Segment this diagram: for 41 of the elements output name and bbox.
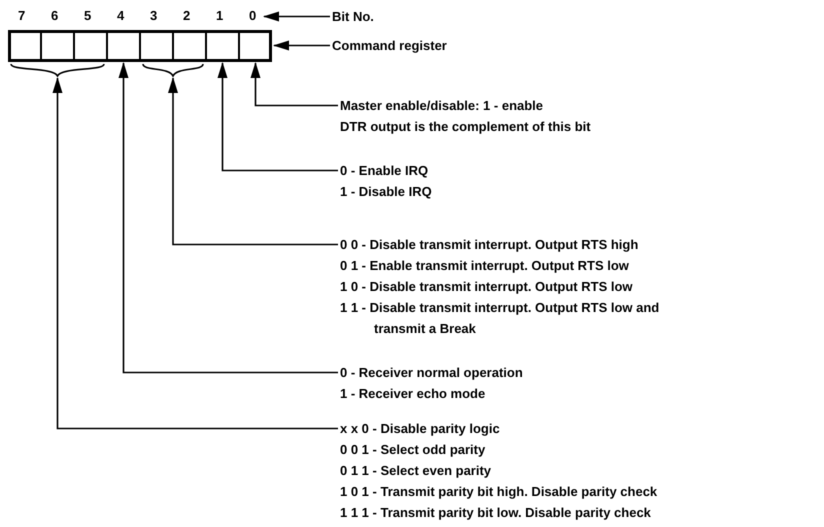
description-text: 0 1 - Enable transmit interrupt. Output RTS low bbox=[340, 257, 629, 275]
description-text: Command register bbox=[332, 37, 447, 55]
bit-number: 7 bbox=[18, 8, 26, 24]
description-text: 1 1 - Disable transmit interrupt. Output RTS low and transmit a Break bbox=[340, 299, 660, 338]
description-text: 0 - Enable IRQ bbox=[340, 162, 428, 180]
description-text: x x 0 - Disable parity logic bbox=[340, 420, 500, 438]
bit-number: 5 bbox=[84, 8, 92, 24]
bit-number: 3 bbox=[150, 8, 158, 24]
description-text: DTR output is the complement of this bit bbox=[340, 118, 591, 136]
bit-number: 6 bbox=[51, 8, 58, 24]
bit-cell bbox=[8, 30, 41, 62]
description-text: 1 - Receiver echo mode bbox=[340, 385, 486, 403]
description-text: 0 0 - Disable transmit interrupt. Output RTS high bbox=[340, 236, 638, 254]
description-text: Master enable/disable: 1 - enable bbox=[340, 97, 544, 115]
description-text: 0 1 1 - Select even parity bbox=[340, 462, 492, 480]
leader-line bbox=[52, 77, 338, 430]
description-text: Bit No. bbox=[332, 8, 375, 26]
description-text: 1 0 - Disable transmit interrupt. Output RTS low bbox=[340, 278, 633, 296]
leader-line bbox=[118, 62, 338, 374]
bit-cell bbox=[206, 30, 239, 62]
bit-cell bbox=[140, 30, 173, 62]
leader-line bbox=[250, 62, 338, 106]
bit-cell bbox=[107, 30, 140, 62]
leader-line bbox=[218, 62, 338, 172]
leader-line bbox=[168, 77, 338, 246]
bit-number: 2 bbox=[183, 8, 190, 24]
description-text: 1 1 1 - Transmit parity bit low. Disable parity check bbox=[340, 504, 651, 522]
arrow bbox=[263, 12, 330, 22]
description-text: 0 0 1 - Select odd parity bbox=[340, 441, 486, 459]
bit-cell bbox=[74, 30, 107, 62]
arrow bbox=[273, 40, 330, 50]
bit-number: 4 bbox=[117, 8, 124, 24]
description-text: 0 - Receiver normal operation bbox=[340, 364, 523, 382]
bit-number: 1 bbox=[216, 8, 224, 24]
bit-cell bbox=[173, 30, 206, 62]
bit-cell bbox=[239, 30, 272, 62]
bit-number: 0 bbox=[249, 8, 256, 24]
description-text: 1 0 1 - Transmit parity bit high. Disable parity check bbox=[340, 483, 658, 501]
bit-cell bbox=[41, 30, 74, 62]
description-text: 1 - Disable IRQ bbox=[340, 183, 432, 201]
register-box bbox=[8, 30, 272, 62]
